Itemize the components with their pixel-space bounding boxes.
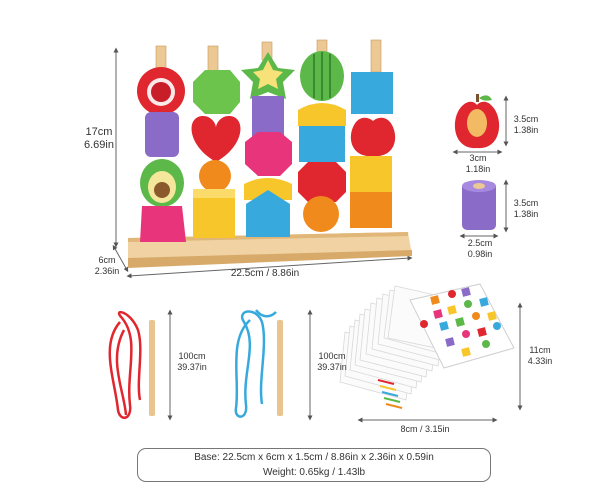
pink-octagon-piece [245,132,292,176]
red-cord-needle [149,320,155,416]
orange-cube-piece [350,192,392,228]
red-cord-length-label: 100cm 39.37in [177,351,207,372]
purple-block-piece [252,96,284,138]
yellow-arch-piece-2 [298,103,346,126]
column-1-pieces [137,67,186,242]
yellow-cube-piece [350,156,392,192]
column-2-pieces [191,70,241,238]
weight-spec-text: Weight: 0.65kg / 1.43lb [262,467,366,478]
red-octagon-piece [298,162,346,202]
column-4-pieces [298,51,346,232]
specs-box: Base: 22.5cm x 6cm x 1.5cm / 8.86in x 2.… [137,448,491,482]
cylinder-sample [462,180,496,230]
orange-ball-piece [199,160,231,192]
pink-square-piece [140,206,186,242]
depth-dimension-line [112,244,129,273]
blue-block-piece [299,126,345,162]
apple-width-label: 3cm 1.18in [465,153,491,174]
base-spec-text: Base: 22.5cm x 6cm x 1.5cm / 8.86in x 2.… [194,452,434,463]
width-dimension-line [126,255,413,279]
card-height-label: 11cm 4.33in [527,345,553,366]
column-5-pieces [350,72,396,228]
pattern-cards-stack [339,283,515,409]
blue-cord-length-label: 100cm 39.37in [317,351,347,372]
red-cord [108,310,142,419]
cylinder-width-label: 2.5cm 0.98in [467,238,493,259]
tower-height-label: 17cm 6.69in [84,126,114,151]
cylinder-height-label: 3.5cm 1.38in [513,198,539,219]
yellow-arch-piece [244,178,292,200]
orange-ball-piece-2 [303,196,339,232]
purple-cylinder-piece [145,112,179,157]
base-width-label: 22.5cm / 8.86in [230,268,300,279]
blue-house-piece [246,190,290,237]
green-hexagon-piece [193,70,240,114]
base-depth-label: 6cm 2.36in [94,255,120,276]
apple-height-label: 3.5cm 1.38in [513,114,539,135]
card-width-label: 8cm / 3.15in [400,424,450,434]
blue-cube-piece [351,72,393,114]
blue-cord-needle [277,320,283,416]
red-heart-piece [191,116,241,162]
column-3-pieces [241,52,295,237]
peg-5 [370,39,382,73]
top-card-pattern [420,287,501,357]
apple-sample [454,94,500,149]
red-apple-piece [350,117,396,157]
blue-cord [234,309,277,418]
